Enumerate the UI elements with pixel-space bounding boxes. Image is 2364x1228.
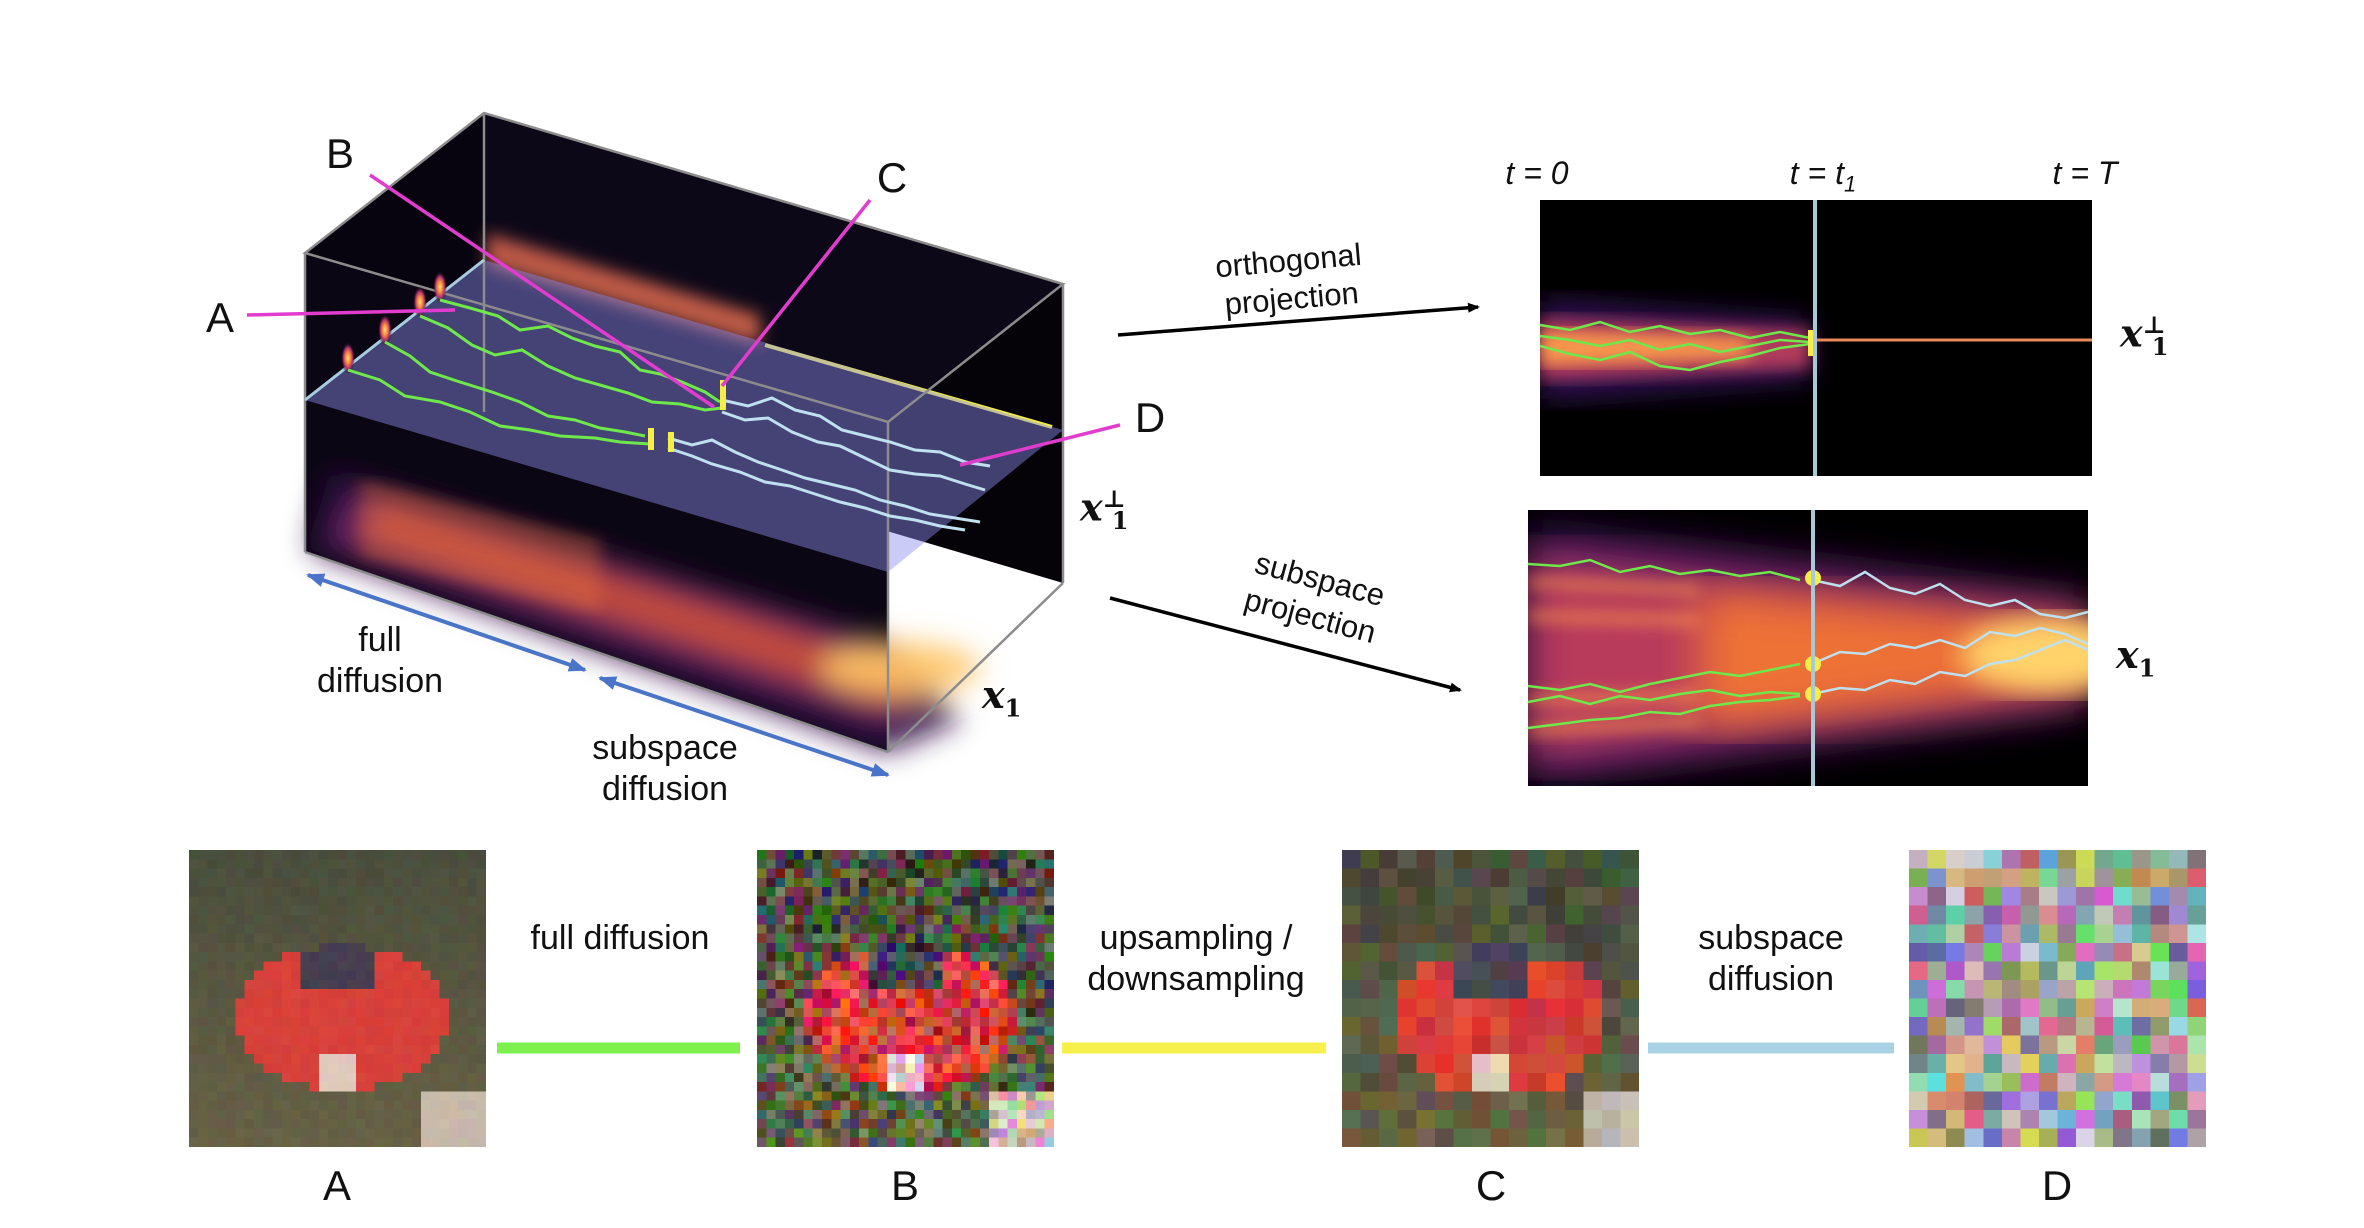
orthogonal-projection-panel (1540, 200, 2092, 476)
thumbnail-d-image (1909, 850, 2206, 1147)
thumbnail-a-image (189, 850, 486, 1147)
subspace-diffusion-arrow (598, 676, 890, 777)
label-a-3d: A (205, 294, 234, 341)
axis-x1-perp-panel: x⊥1 (2120, 310, 2169, 362)
thumbnail-d (1909, 850, 2206, 1147)
connector-label-updown: upsampling / downsampling (1087, 919, 1305, 999)
thumbnail-c (1342, 850, 1639, 1147)
time-label-t1: t = t1 (1789, 155, 1857, 197)
label-d-3d: D (1134, 394, 1166, 441)
thumbnail-a (189, 850, 486, 1147)
time-label-t0: t = 0 (1505, 155, 1569, 191)
axis-x1-3d: x1 (982, 672, 1022, 723)
thumbnail-c-image (1342, 850, 1639, 1147)
label-b-3d: B (325, 130, 354, 177)
connector-label-subspace: subspace diffusion (1698, 919, 1844, 999)
thumbnail-b (757, 850, 1054, 1147)
thumb-label-a: A (322, 1162, 351, 1209)
subspace-plane (305, 260, 1063, 572)
thumbnail-b-image (757, 850, 1054, 1147)
plane-left-edge (304, 258, 485, 402)
top-panel-green-paths (1540, 320, 1811, 372)
callout-lines (246, 173, 1121, 467)
full-diffusion-trajectories (347, 298, 723, 446)
box-top-face (305, 113, 1063, 422)
box-back-heatmap (486, 233, 761, 345)
thumb-label-b: B (890, 1162, 919, 1209)
axis-x1-panel: x1 (2116, 632, 2156, 683)
diffusion-3d-box (246, 111, 1121, 777)
thumb-label-c: C (1475, 1162, 1507, 1209)
transition-markers (648, 380, 726, 452)
subspace-projection-panel (1528, 510, 2088, 786)
box-back-yellow-line (764, 343, 1053, 429)
orthogonal-projection-arrow (1117, 302, 1480, 337)
full-diffusion-arrow (306, 573, 587, 672)
thumb-label-d: D (2041, 1162, 2073, 1209)
connector-label-full: full diffusion (530, 919, 710, 957)
axis-x1-perp-3d: x⊥1 (1080, 484, 1129, 536)
subspace-diffusion-caption: subspace diffusion (592, 729, 738, 809)
time-label-tT: t = T (2052, 155, 2118, 191)
full-diffusion-caption: full diffusion (316, 621, 444, 701)
bottom-panel-blue-paths (1811, 570, 2088, 696)
subspace-projection-arrow (1109, 596, 1462, 693)
bottom-panel-green-paths (1528, 558, 1801, 730)
subspace-diffusion-trajectories (667, 396, 991, 532)
label-c-3d: C (876, 154, 908, 201)
